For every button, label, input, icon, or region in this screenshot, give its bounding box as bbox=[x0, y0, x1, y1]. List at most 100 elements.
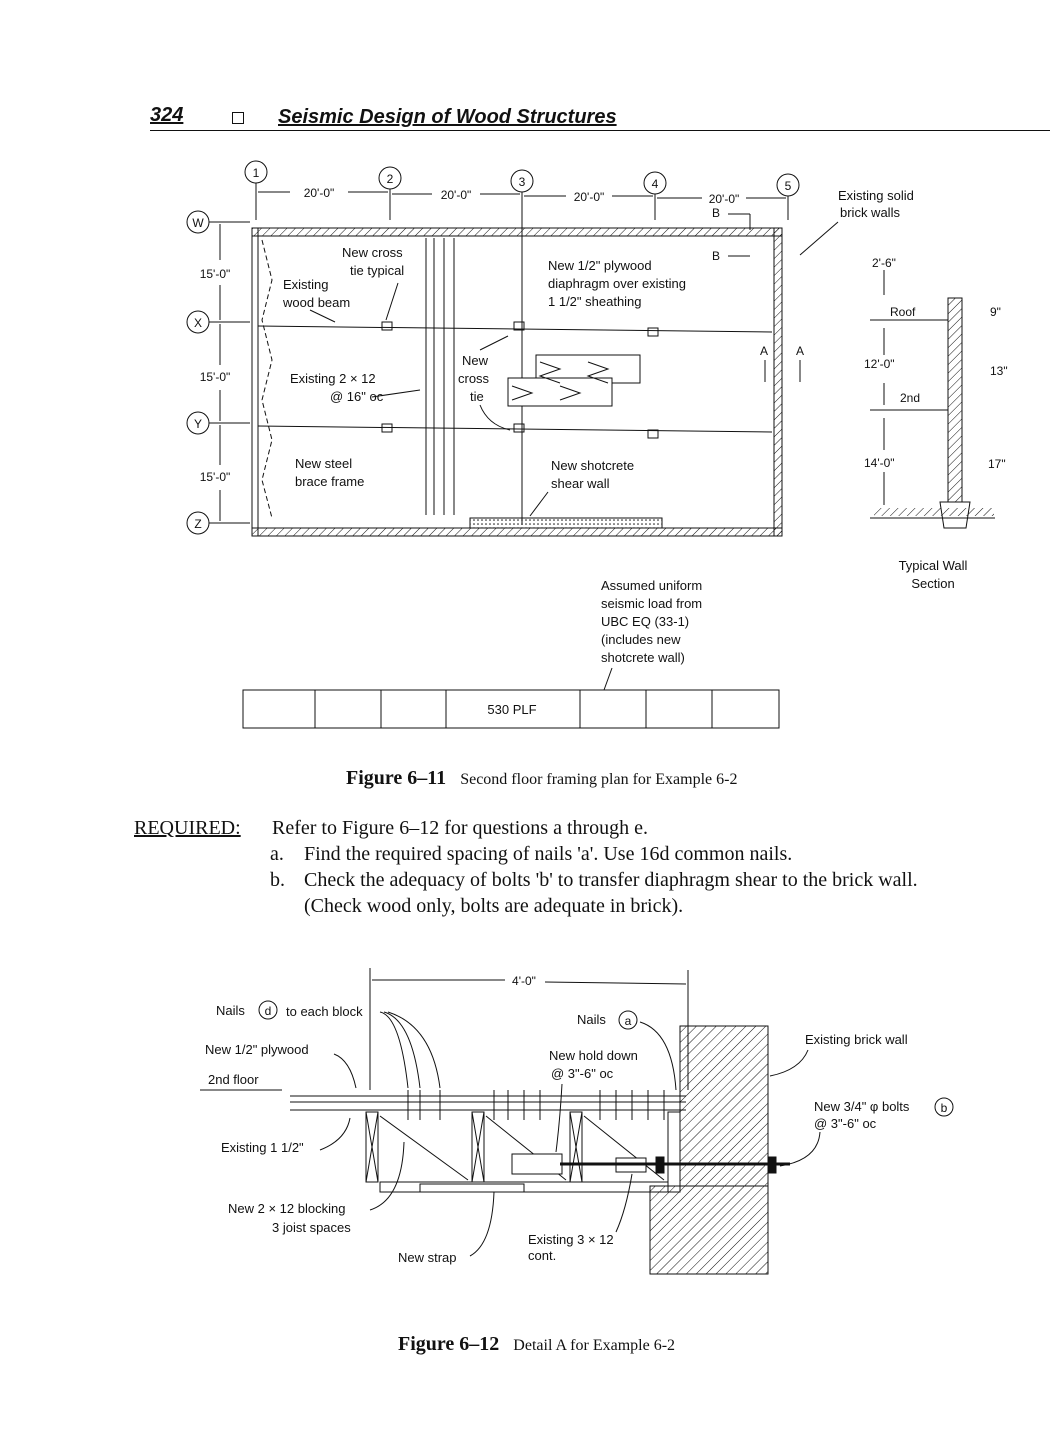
grid-col-5: 5 bbox=[785, 179, 792, 193]
wall-roof: Roof bbox=[890, 305, 916, 319]
wall-2nd: 2nd bbox=[900, 391, 920, 405]
wall-dim-2: 12'-0" bbox=[864, 357, 895, 371]
grid-row-w: W bbox=[192, 216, 204, 230]
ledger-3x12 bbox=[379, 1181, 669, 1193]
column-dimension-lines bbox=[258, 191, 786, 199]
brick-wall-upper bbox=[679, 1025, 769, 1187]
load-note-leader bbox=[603, 667, 613, 691]
grid-col-4: 4 bbox=[652, 177, 659, 191]
wall-thick-13: 13" bbox=[990, 364, 1008, 378]
cross-ties bbox=[425, 238, 455, 515]
figure-6-12-text: Detail A for Example 6-2 bbox=[513, 1337, 675, 1354]
item-a-marker: a. bbox=[270, 843, 284, 865]
section-b-top: B bbox=[712, 206, 720, 220]
label-new-strap: New strap bbox=[398, 1250, 457, 1265]
label-joist-1: Existing 2 × 12 bbox=[290, 371, 376, 386]
shotcrete-shear-wall bbox=[469, 517, 663, 529]
label-existing-15: Existing 1 1/2" bbox=[221, 1140, 304, 1155]
circle-d-icon bbox=[258, 1000, 278, 1020]
label-new-tie-2: cross bbox=[458, 371, 490, 386]
label-new-tie-3: tie bbox=[470, 389, 484, 404]
south-brick-wall bbox=[251, 527, 783, 537]
label-shotcrete-2: shear wall bbox=[551, 476, 610, 491]
label-existing: Existing bbox=[283, 277, 329, 292]
grid-col-1: 1 bbox=[253, 166, 260, 180]
label-steel-1: New steel bbox=[295, 456, 352, 471]
label-holddown-1: New hold down bbox=[549, 1048, 638, 1063]
typical-wall-section bbox=[870, 270, 995, 529]
wall-dim-3: 14'-0" bbox=[864, 456, 895, 470]
required-intro: Refer to Figure 6–12 for questions a thr… bbox=[272, 817, 649, 839]
figure-6-12: 4'-0" Nails bbox=[200, 968, 954, 1355]
col-spacing-4: 20'-0" bbox=[709, 192, 740, 206]
label-new-cross: New cross bbox=[342, 245, 403, 260]
item-b-marker: b. bbox=[270, 869, 285, 891]
east-brick-wall bbox=[773, 227, 783, 537]
label-shotcrete-1: New shotcrete bbox=[551, 458, 634, 473]
label-nails-d: Nails bbox=[216, 1003, 245, 1018]
label-2nd-floor: 2nd floor bbox=[208, 1072, 259, 1087]
label-brick-wall: Existing brick wall bbox=[805, 1032, 908, 1047]
label-existing-solid: Existing solid bbox=[838, 188, 914, 203]
section-a-left: A bbox=[760, 344, 768, 358]
detail-leaders bbox=[319, 1011, 821, 1257]
load-diagram bbox=[242, 689, 780, 729]
circle-b-icon bbox=[934, 1097, 954, 1117]
load-note-3: UBC EQ (33-1) bbox=[601, 614, 689, 629]
load-value: 530 PLF bbox=[487, 702, 536, 717]
label-nails-a: Nails bbox=[577, 1012, 606, 1027]
grid-row-y: Y bbox=[194, 417, 202, 431]
item-b-text-1: Check the adequacy of bolts 'b' to trans… bbox=[304, 869, 918, 891]
hold-down-bolt bbox=[511, 1153, 790, 1175]
col-spacing-3: 20'-0" bbox=[574, 190, 605, 204]
wall-thick-17: 17" bbox=[988, 457, 1006, 471]
label-bolts-circle: b bbox=[941, 1101, 948, 1115]
figure-6-11-caption: Figure 6–11 Second floor framing plan fo… bbox=[346, 767, 737, 789]
row-spacing-2: 15'-0" bbox=[200, 370, 231, 384]
wall-thick-9: 9" bbox=[990, 305, 1001, 319]
wall-dim-1: 2'-6" bbox=[872, 256, 896, 270]
label-bolts-1: New 3/4" φ bolts bbox=[814, 1099, 910, 1114]
label-ledger-1: Existing 3 × 12 bbox=[528, 1232, 614, 1247]
label-steel-2: brace frame bbox=[295, 474, 364, 489]
label-holddown-2: @ 3"-6" oc bbox=[551, 1066, 614, 1081]
header-rule bbox=[150, 130, 1050, 131]
section-arrows bbox=[728, 213, 801, 382]
label-blocking-2: 3 joist spaces bbox=[272, 1220, 351, 1235]
label-plywood-1: New 1/2" plywood bbox=[548, 258, 652, 273]
label-joist-2: @ 16" oc bbox=[330, 389, 384, 404]
grid-col-2: 2 bbox=[387, 172, 394, 186]
label-nails-a-circle: a bbox=[625, 1014, 632, 1028]
floor-sheathing bbox=[290, 1095, 686, 1111]
label-new-tie-1: New bbox=[462, 353, 489, 368]
circle-a-icon bbox=[618, 1010, 638, 1030]
detail-dim-4ft: 4'-0" bbox=[512, 974, 536, 988]
label-blocking-1: New 2 × 12 blocking bbox=[228, 1201, 345, 1216]
grid-row-x: X bbox=[194, 316, 202, 330]
label-leaders bbox=[309, 282, 549, 517]
label-new-plywood: New 1/2" plywood bbox=[205, 1042, 309, 1057]
figure-6-11-number: Figure 6–11 bbox=[346, 767, 446, 789]
label-bolts-2: @ 3"-6" oc bbox=[814, 1116, 877, 1131]
interior-beams bbox=[257, 234, 773, 526]
grid-row-z: Z bbox=[194, 517, 201, 531]
west-wall bbox=[251, 227, 259, 537]
label-to-each-block: to each block bbox=[286, 1004, 363, 1019]
joists-blocking bbox=[365, 1111, 681, 1193]
running-title: Seismic Design of Wood Structures bbox=[278, 106, 617, 128]
figure-6-12-number: Figure 6–12 bbox=[398, 1333, 499, 1355]
required-block: REQUIRED: Refer to Figure 6–12 for quest… bbox=[134, 815, 1034, 919]
plywood-sheets bbox=[507, 354, 641, 407]
grid-col-3: 3 bbox=[519, 175, 526, 189]
wall-section-title-1: Typical Wall bbox=[899, 558, 968, 573]
load-note-5: shotcrete wall) bbox=[601, 650, 685, 665]
running-header: 324 Seismic Design of Wood Structures bbox=[150, 100, 1050, 134]
label-plywood-2: diaphragm over existing bbox=[548, 276, 686, 291]
figure-6-11: 1 2 3 4 5 20'-0" 20'-0" 20'-0" 20'-0" W … bbox=[186, 160, 1008, 789]
nails-row bbox=[407, 1090, 665, 1120]
brick-wall-lower bbox=[649, 1185, 769, 1275]
new-strap bbox=[419, 1183, 525, 1193]
col-spacing-1: 20'-0" bbox=[304, 186, 335, 200]
row-spacing-3: 15'-0" bbox=[200, 470, 231, 484]
figure-6-12-caption: Figure 6–12 Detail A for Example 6-2 bbox=[398, 1333, 675, 1355]
